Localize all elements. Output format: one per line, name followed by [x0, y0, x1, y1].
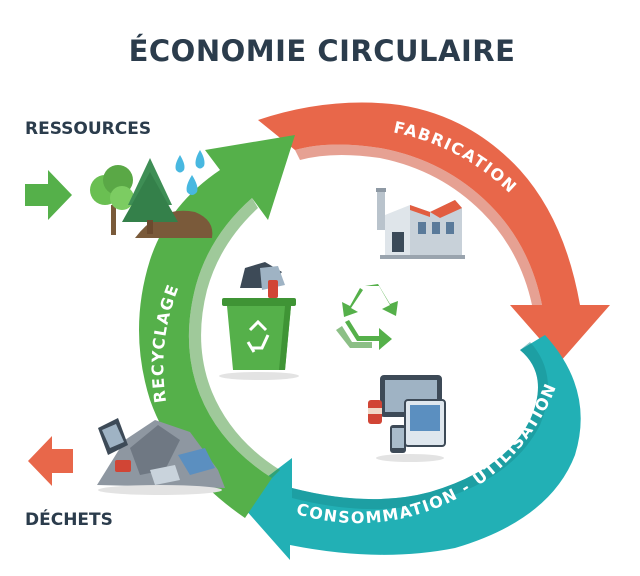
recycle-symbol-icon — [336, 284, 398, 350]
recycling-bin-icon — [219, 262, 299, 380]
page-title: ÉCONOMIE CIRCULAIRE — [129, 34, 516, 68]
fabrication-arc — [258, 102, 610, 362]
resources-arrow-icon — [25, 170, 72, 220]
resources-label: RESSOURCES — [25, 119, 151, 139]
factory-icon — [376, 188, 465, 259]
trees-and-water-drops-icon — [90, 150, 213, 238]
electronics-icon — [368, 375, 446, 462]
recycling-arc-shade — [188, 198, 280, 478]
consumption-arc — [237, 335, 581, 560]
waste-arrow-icon — [28, 436, 73, 486]
waste-label: DÉCHETS — [25, 508, 113, 530]
waste-pile-icon — [97, 418, 225, 495]
